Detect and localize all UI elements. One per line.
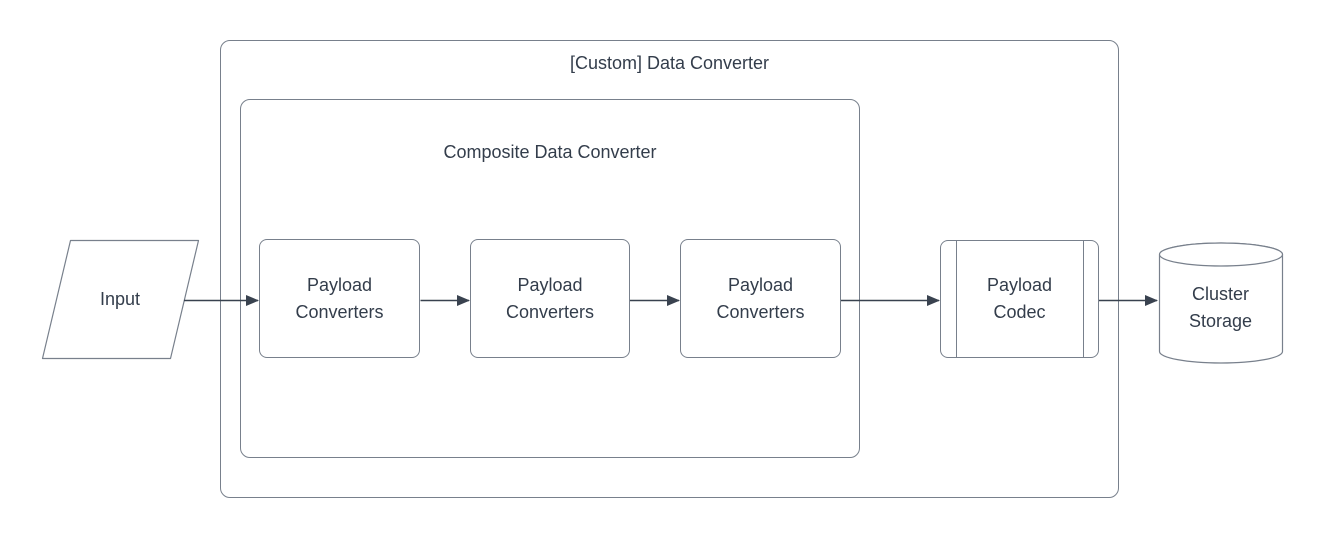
payload-converters-node-1-label: Payload Converters <box>295 274 384 322</box>
payload-codec-left-bar <box>956 241 957 357</box>
cluster-storage-node-label: Cluster Storage <box>1188 284 1253 331</box>
container-custom-data-converter <box>220 40 1119 498</box>
payload-converters-node-2 <box>470 239 630 358</box>
container-composite-data-converter <box>240 99 860 458</box>
payload-converters-node-3 <box>680 239 841 358</box>
payload-codec-node <box>940 240 1099 358</box>
container-custom-data-converter-label: [Custom] Data Converter <box>569 53 770 73</box>
payload-converters-node-3-label: Payload Converters <box>716 274 805 322</box>
payload-codec-right-bar <box>1083 241 1084 357</box>
input-node-label: Input <box>99 288 141 309</box>
payload-converters-node-2-label: Payload Converters <box>505 274 595 322</box>
payload-converters-node-1 <box>259 239 420 358</box>
payload-codec-node-label: Payload Codec <box>986 275 1053 322</box>
container-composite-data-converter-label: Composite Data Converter <box>443 142 657 162</box>
